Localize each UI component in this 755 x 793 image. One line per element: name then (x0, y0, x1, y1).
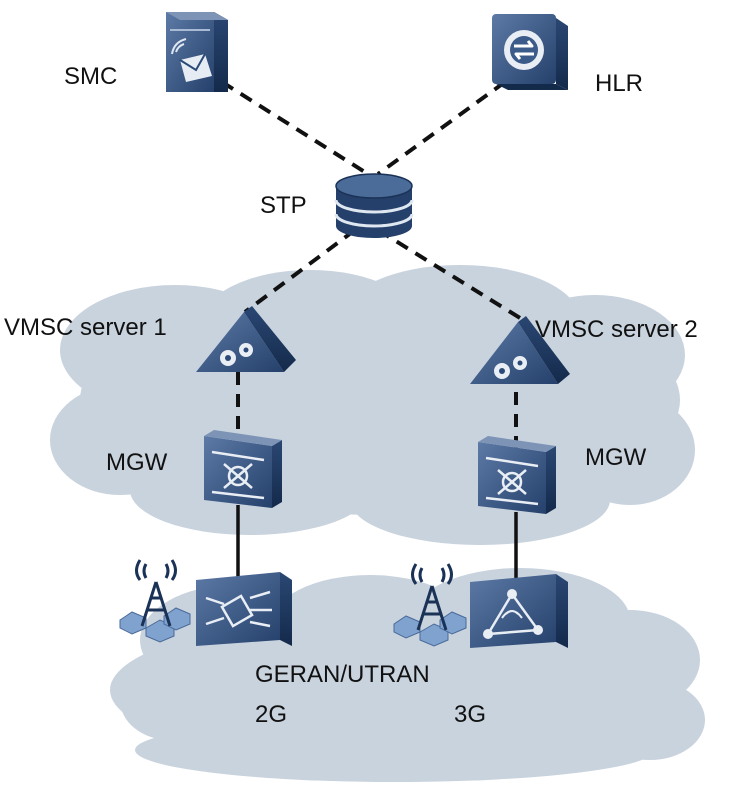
server-gears-icon (494, 356, 527, 379)
hlr-device (492, 14, 568, 90)
antenna-tower-icon (411, 563, 453, 631)
link-hlr-stp (376, 80, 507, 176)
database-stack-icon (334, 173, 414, 238)
mgw1-label: MGW (106, 449, 168, 476)
mgw2-label: MGW (585, 444, 647, 471)
vmsc-server-1 (196, 306, 296, 372)
mgw-2 (478, 436, 556, 514)
media-gateway-icon (485, 456, 539, 506)
link-stp-vmsc2 (376, 228, 522, 320)
signaling-links (220, 80, 522, 448)
sms-center-icon (171, 38, 212, 82)
base-station-3g-icon (470, 574, 568, 648)
access-2g-site (119, 559, 292, 646)
stp-label: STP (260, 192, 307, 219)
vmsc2-label: VMSC server 2 (535, 316, 698, 343)
register-sync-icon (504, 30, 544, 70)
core-network-cloud (50, 265, 695, 545)
media-gateway-icon (211, 450, 265, 500)
access-network-label: GERAN/UTRAN (255, 661, 430, 688)
mgw-1 (204, 430, 282, 508)
access-3g-site (393, 563, 568, 648)
antenna-tower-icon (135, 559, 177, 627)
hlr-label: HLR (595, 70, 643, 97)
link-smc-stp (220, 80, 370, 176)
smc-device (166, 12, 228, 92)
smc-label: SMC (64, 63, 117, 90)
vmsc1-label: VMSC server 1 (4, 314, 167, 341)
stp-device (334, 173, 414, 238)
label-3g: 3G (454, 701, 486, 728)
vmsc-server-2 (470, 316, 570, 384)
label-2g: 2G (255, 701, 287, 728)
link-stp-vmsc1 (243, 228, 357, 314)
base-station-2g-icon (196, 572, 292, 646)
bearer-links (236, 505, 518, 580)
server-gears-icon (220, 343, 253, 366)
hex-cells-icon (393, 611, 467, 647)
